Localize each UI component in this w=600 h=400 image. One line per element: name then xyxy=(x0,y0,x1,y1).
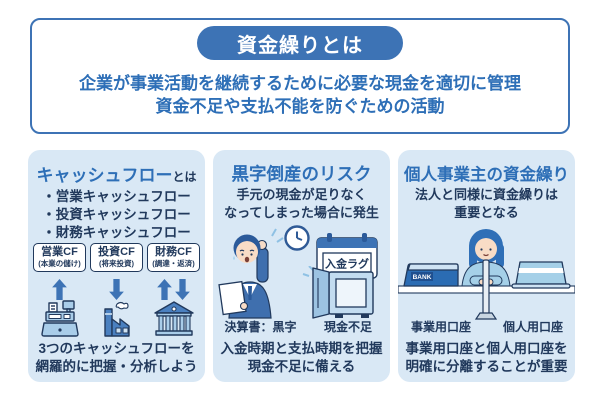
caption-personal-account: 個人用口座 xyxy=(502,320,563,334)
card-kuroji-desc: 手元の現金が足りなく なってしまった場合に発生 xyxy=(213,186,390,222)
definition-line-1: 企業が事業活動を継続するために必要な現金を適切に管理 xyxy=(79,74,521,93)
card-kuroji-footer: 入金時期と支払時期を把握 現金不足に備える xyxy=(213,340,390,376)
caption-genkin-fusoku: 現金不足 xyxy=(323,320,372,334)
kojin-desc-line-1: 法人と同様に資金繰りは xyxy=(414,187,558,202)
caption-kessansho: 決算書：黒字 xyxy=(224,320,297,334)
kuroji-footer-line-1: 入金時期と支払時期を把握 xyxy=(220,341,383,356)
cash-register-icon xyxy=(33,300,86,338)
divider-partition xyxy=(474,259,498,320)
business-passbook xyxy=(403,263,459,287)
cf-box-investing-name: 投資CF xyxy=(98,246,135,258)
kuroji-desc-line-2: なってしまった場合に発生 xyxy=(224,205,379,220)
kuroji-desc-line-1: 手元の現金が足りなく xyxy=(236,187,367,202)
title-badge: 資金繰りとは xyxy=(197,26,403,60)
arrow-up-down-icon xyxy=(147,279,200,300)
card-kuroji-title: 黒字倒産のリスク xyxy=(213,161,390,186)
cf-box-financing-name: 財務CF xyxy=(155,246,192,258)
definition-line-2: 資金不足や支払不能を防ぐための活動 xyxy=(155,97,445,116)
bank-passbook-label: BANK xyxy=(413,274,432,281)
card-cashflow-title: キャッシュフローとは xyxy=(28,161,205,186)
sole-proprietor-illustration: BANK xyxy=(398,229,575,320)
factory-icon xyxy=(90,300,143,338)
card-cashflow-title-main: キャッシュフロー xyxy=(36,166,173,185)
cf-box-financing: 財務CF (調達・返済) xyxy=(147,243,200,272)
arrow-up-icon xyxy=(33,279,86,300)
card-kojin-jigyonushi: 個人事業主の資金繰り 法人と同様に資金繰りは 重要となる xyxy=(398,150,575,382)
arrow-down-icon xyxy=(90,279,143,300)
calendar-label: 入金ラグ xyxy=(325,257,369,271)
cf-box-investing: 投資CF (将来投資) xyxy=(90,243,143,272)
card-cashflow-title-suffix: とは xyxy=(172,170,197,184)
page-title: 資金繰りとは xyxy=(237,34,363,57)
kojin-footer-line-2: 明確に分離することが重要 xyxy=(405,359,568,374)
cf-box-row: 営業CF (本業の儲け) 投資CF (将来投資) 財務CF (調達・返済) xyxy=(28,243,205,272)
empty-safe-illustration xyxy=(302,266,374,319)
cf-box-financing-note: (調達・返済) xyxy=(152,259,195,268)
kuroji-footer-line-2: 現金不足に備える xyxy=(247,359,356,374)
card-kojin-title-main: 個人事業主の資金繰り xyxy=(404,166,569,184)
cashflow-footer-line-1: 3つのキャッシュフローを xyxy=(38,341,195,356)
kojin-desc-line-2: 重要となる xyxy=(454,205,519,220)
card-cashflow: キャッシュフローとは ・営業キャッシュフロー ・投資キャッシュフロー ・財務キャ… xyxy=(28,150,205,382)
card-kuroji-title-main: 黒字倒産のリスク xyxy=(231,164,372,184)
bullet-investing-cf: ・投資キャッシュフロー xyxy=(42,207,191,222)
card-kojin-title: 個人事業主の資金繰り xyxy=(398,161,575,185)
caption-business-account: 事業用口座 xyxy=(410,320,471,334)
cf-box-operating-note: (本業の儲け) xyxy=(38,259,81,268)
bullet-operating-cf: ・営業キャッシュフロー xyxy=(42,189,191,204)
cashflow-footer-line-2: 網羅的に把握・分析しよう xyxy=(35,359,198,374)
calendar-icon: 入金ラグ xyxy=(316,233,378,279)
cf-icon-row xyxy=(28,300,205,338)
cf-box-operating-name: 営業CF xyxy=(41,246,78,258)
bullet-financing-cf: ・財務キャッシュフロー xyxy=(42,225,191,240)
cashflow-bullet-list: ・営業キャッシュフロー ・投資キャッシュフロー ・財務キャッシュフロー xyxy=(42,188,191,242)
card-cashflow-footer: 3つのキャッシュフローを 網羅的に把握・分析しよう xyxy=(28,340,205,376)
bank-icon xyxy=(147,300,200,338)
card-kojin-footer: 事業用口座と個人用口座を 明確に分離することが重要 xyxy=(398,340,575,376)
card-kuroji-tosan: 黒字倒産のリスク 手元の現金が足りなく なってしまった場合に発生 xyxy=(213,150,390,382)
definition-text: 企業が事業活動を継続するために必要な現金を適切に管理 資金不足や支払不能を防ぐた… xyxy=(30,72,570,118)
personal-laptop xyxy=(511,261,571,289)
card-kojin-desc: 法人と同様に資金繰りは 重要となる xyxy=(398,186,575,222)
clock-icon xyxy=(284,225,310,251)
cf-arrow-row xyxy=(28,279,205,300)
cf-box-operating: 営業CF (本業の儲け) xyxy=(33,243,86,272)
worried-businessman-illustration xyxy=(218,228,284,319)
cf-box-investing-note: (将来投資) xyxy=(99,259,134,268)
kojin-footer-line-1: 事業用口座と個人用口座を xyxy=(405,341,568,356)
